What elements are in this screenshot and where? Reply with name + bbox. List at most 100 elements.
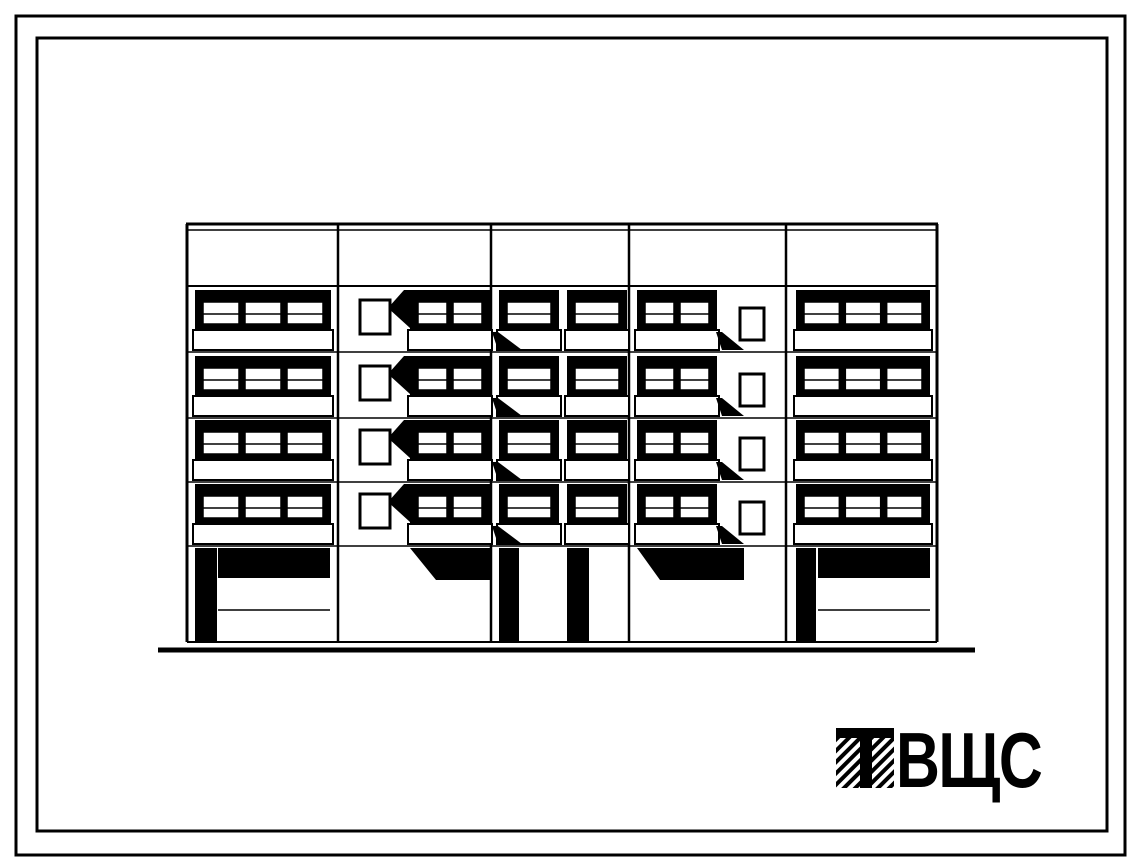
entrance-recess [796,548,816,642]
window [452,495,483,519]
window [844,495,882,519]
balcony-shadow [716,332,744,350]
balcony-slab [192,459,334,481]
ground-recess [218,548,330,578]
stair-window [738,436,766,472]
window [417,495,448,519]
balcony-shadow [716,462,744,480]
balcony-slab [192,329,334,351]
outer-frame [14,14,1127,857]
window [506,431,552,455]
window [644,301,675,325]
window [574,301,620,325]
window [844,367,882,391]
balcony-slab [634,395,720,417]
balcony-slab [793,459,933,481]
window [679,495,710,519]
balcony-slab [793,329,933,351]
stair-window [358,492,392,530]
balcony-slab [564,395,630,417]
window [885,301,923,325]
window [644,367,675,391]
balcony-slab [793,395,933,417]
window [286,367,324,391]
window [679,367,710,391]
entrance-recess [499,548,519,642]
wall-shadow [388,290,410,328]
window [244,495,282,519]
stair-window [358,364,392,402]
logo-text: ВЩС [896,716,1043,804]
canopy-shadow [637,548,744,580]
balcony-slab [192,523,334,545]
window [885,431,923,455]
window [885,367,923,391]
balcony-slab [793,523,933,545]
window [844,431,882,455]
window [202,367,240,391]
window [286,301,324,325]
canopy-shadow [410,548,490,580]
window [679,301,710,325]
window [286,495,324,519]
balcony-slab [564,459,630,481]
window [417,301,448,325]
window [202,431,240,455]
window [803,495,841,519]
wall-shadow [388,420,410,458]
balcony-shadow [492,462,522,480]
window [803,301,841,325]
window [417,431,448,455]
entrance-recess [195,548,217,642]
wall-shadow [388,484,410,522]
hatched-emblem-icon [836,728,894,788]
balcony-slab [192,395,334,417]
balcony-slab [407,395,493,417]
balcony-slab [407,329,493,351]
window [574,495,620,519]
window [506,301,552,325]
window [506,367,552,391]
inner-frame [35,36,1109,833]
window [244,431,282,455]
balcony-shadow [492,398,522,416]
window [506,495,552,519]
balcony-slab [634,523,720,545]
entrance-recess [567,548,589,642]
balcony-slab [634,459,720,481]
window [803,431,841,455]
window [679,431,710,455]
balcony-slab [564,523,630,545]
balcony-shadow [716,398,744,416]
stair-window [738,372,766,408]
ground-recess [818,548,930,578]
window [202,301,240,325]
window [417,367,448,391]
facade-floors [187,290,937,642]
window [644,495,675,519]
window [574,431,620,455]
window [803,367,841,391]
window [202,495,240,519]
balcony-slab [564,329,630,351]
balcony-shadow [716,526,744,544]
window [885,495,923,519]
stair-window [358,428,392,466]
stair-window [738,500,766,536]
stair-window [358,298,392,336]
balcony-slab [407,523,493,545]
stair-window [738,306,766,342]
wall-shadow [388,356,410,394]
window [644,431,675,455]
balcony-shadow [492,332,522,350]
window [574,367,620,391]
balcony-slab [634,329,720,351]
balcony-slab [407,459,493,481]
window [452,367,483,391]
window [844,301,882,325]
window [286,431,324,455]
balcony-shadow [492,526,522,544]
window [452,301,483,325]
window [452,431,483,455]
